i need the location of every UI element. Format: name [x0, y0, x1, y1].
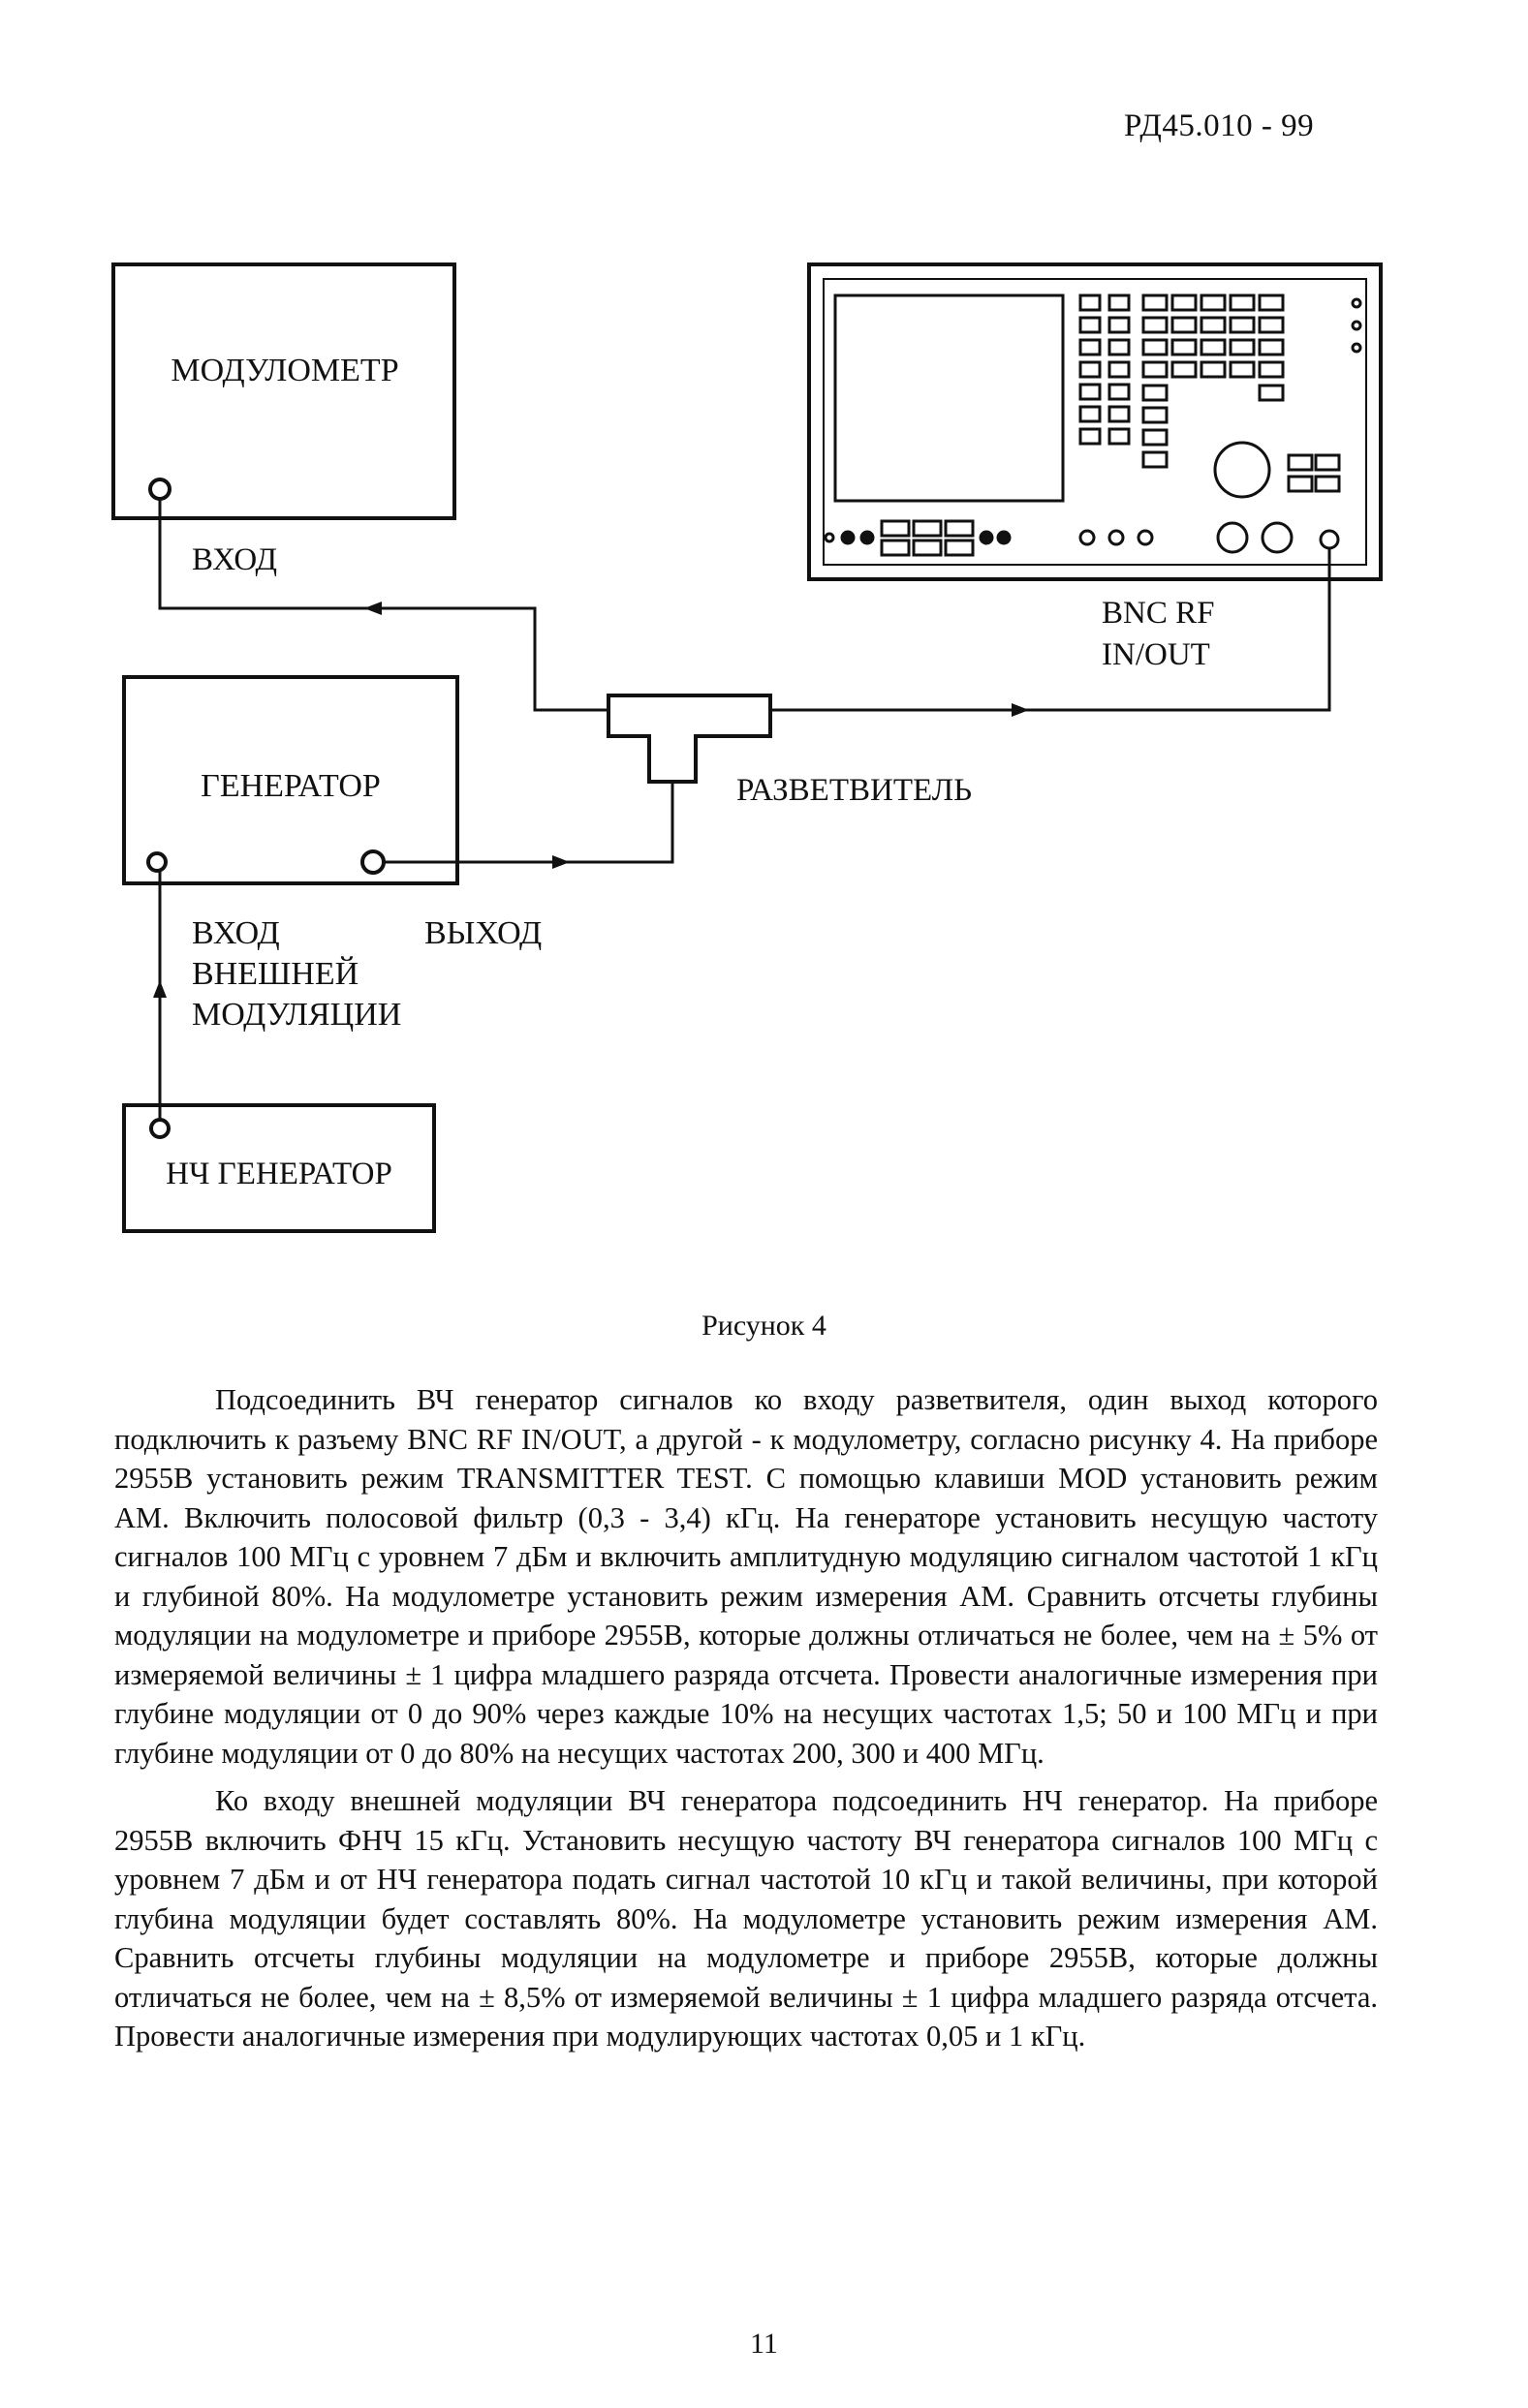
ext-mod-label-1: ВХОД — [192, 915, 280, 951]
splitter-shape — [607, 694, 772, 784]
generator-box: ГЕНЕРАТОР — [122, 675, 459, 885]
arrow-icons — [153, 602, 1029, 998]
analyzer-rf-port-icon — [1319, 529, 1340, 550]
ext-mod-label-2: ВНЕШНЕЙ — [192, 956, 359, 992]
analyzer-key — [1078, 383, 1102, 401]
lf-generator-box: НЧ ГЕНЕРАТОР — [122, 1103, 436, 1233]
arrow-right-icon — [1012, 703, 1029, 717]
analyzer-key — [880, 539, 911, 557]
analyzer-port-label-2: IN/OUT — [1102, 637, 1210, 672]
analyzer-key — [1287, 475, 1314, 493]
modulometer-box: МОДУЛОМЕТР — [111, 262, 456, 520]
analyzer-indicator — [1261, 521, 1294, 554]
analyzer-key — [1258, 293, 1285, 312]
arrow-up-icon — [153, 980, 167, 998]
arrow-right-icon — [552, 855, 570, 869]
connection-diagram: МОДУЛОМЕТР ВХОД BNC RF IN/OUT ГЕНЕРАТОР … — [111, 262, 1383, 1233]
analyzer-key — [912, 539, 943, 557]
analyzer-screen — [833, 293, 1065, 503]
analyzer-key — [1141, 338, 1169, 356]
analyzer-indicator — [979, 530, 994, 545]
analyzer-key — [1107, 405, 1131, 423]
lf-generator-label: НЧ ГЕНЕРАТОР — [166, 1157, 392, 1191]
modulometer-input-jack — [148, 478, 172, 501]
analyzer-key — [1170, 360, 1198, 379]
analyzer-indicator — [1078, 529, 1096, 546]
analyzer-key — [1200, 338, 1227, 356]
document-code: РД45.010 - 99 — [1124, 108, 1315, 143]
generator-output-label: ВЫХОД — [424, 915, 542, 951]
analyzer-key — [1287, 453, 1314, 472]
analyzer-key — [1078, 316, 1102, 334]
generator-output-jack — [360, 849, 386, 875]
analyzer-key — [1170, 338, 1198, 356]
analyzer-indicator — [1107, 529, 1125, 546]
body-text: Подсоединить ВЧ генератор сигналов ко вх… — [114, 1380, 1378, 2065]
analyzer-key — [1141, 406, 1169, 424]
analyzer-key — [1229, 338, 1256, 356]
analyzer-key — [1078, 405, 1102, 423]
generator-label: ГЕНЕРАТОР — [201, 768, 381, 804]
analyzer-indicator — [1351, 320, 1362, 331]
lf-generator-jack — [149, 1118, 171, 1139]
analyzer-key — [1314, 453, 1341, 472]
analyzer-key — [1229, 316, 1256, 334]
modulometer-label: МОДУЛОМЕТР — [171, 353, 398, 388]
analyzer-key — [1170, 293, 1198, 312]
analyzer-key — [1258, 316, 1285, 334]
analyzer-indicator — [824, 532, 835, 543]
modulometer-input-label: ВХОД — [192, 542, 277, 577]
analyzer-key — [1141, 384, 1169, 402]
analyzer-key — [1141, 428, 1169, 447]
analyzer-indicator — [996, 530, 1012, 545]
analyzer-key — [1200, 360, 1227, 379]
page-number: 11 — [750, 2328, 778, 2360]
paragraph-2: Ко входу внешней модуляции ВЧ генератора… — [114, 1784, 1378, 2053]
analyzer-key — [1107, 383, 1131, 401]
ext-mod-label-3: МОДУЛЯЦИИ — [192, 997, 401, 1033]
paragraph-1: Подсоединить ВЧ генератор сигналов ко вх… — [114, 1383, 1378, 1770]
analyzer-indicator — [1137, 529, 1154, 546]
analyzer-indicator — [859, 530, 875, 545]
generator-ext-mod-jack — [146, 851, 168, 873]
analyzer-key — [1078, 293, 1102, 312]
analyzer-key — [1107, 338, 1131, 356]
analyzer-key — [1200, 316, 1227, 334]
analyzer-port-label-1: BNC RF — [1102, 596, 1214, 631]
analyzer-key — [1141, 316, 1169, 334]
analyzer-key — [1107, 427, 1131, 446]
analyzer-key — [1078, 338, 1102, 356]
analyzer-key — [1229, 360, 1256, 379]
analyzer-key — [944, 519, 975, 538]
arrow-left-icon — [364, 602, 382, 615]
analyzer-key — [1107, 360, 1131, 379]
analyzer-key — [1141, 360, 1169, 379]
figure-caption: Рисунок 4 — [702, 1310, 826, 1342]
analyzer-key — [1141, 450, 1169, 469]
analyzer-indicator — [840, 530, 856, 545]
analyzer-device — [807, 262, 1383, 581]
analyzer-key — [912, 519, 943, 538]
analyzer-key — [1170, 316, 1198, 334]
analyzer-key — [1078, 360, 1102, 379]
splitter-label: РАЗВЕТВИТЕЛЬ — [736, 773, 972, 808]
analyzer-indicator — [1216, 521, 1249, 554]
analyzer-indicator — [1351, 342, 1362, 354]
analyzer-key — [1107, 293, 1131, 312]
analyzer-key — [944, 539, 975, 557]
analyzer-key — [1107, 316, 1131, 334]
analyzer-key — [1078, 427, 1102, 446]
analyzer-key — [1258, 360, 1285, 379]
analyzer-knob — [1213, 441, 1271, 499]
analyzer-key — [1141, 293, 1169, 312]
analyzer-key — [1258, 384, 1285, 402]
analyzer-indicator — [1351, 297, 1362, 309]
analyzer-key — [1258, 338, 1285, 356]
analyzer-key — [1200, 293, 1227, 312]
analyzer-key — [880, 519, 911, 538]
analyzer-key — [1229, 293, 1256, 312]
analyzer-key — [1314, 475, 1341, 493]
